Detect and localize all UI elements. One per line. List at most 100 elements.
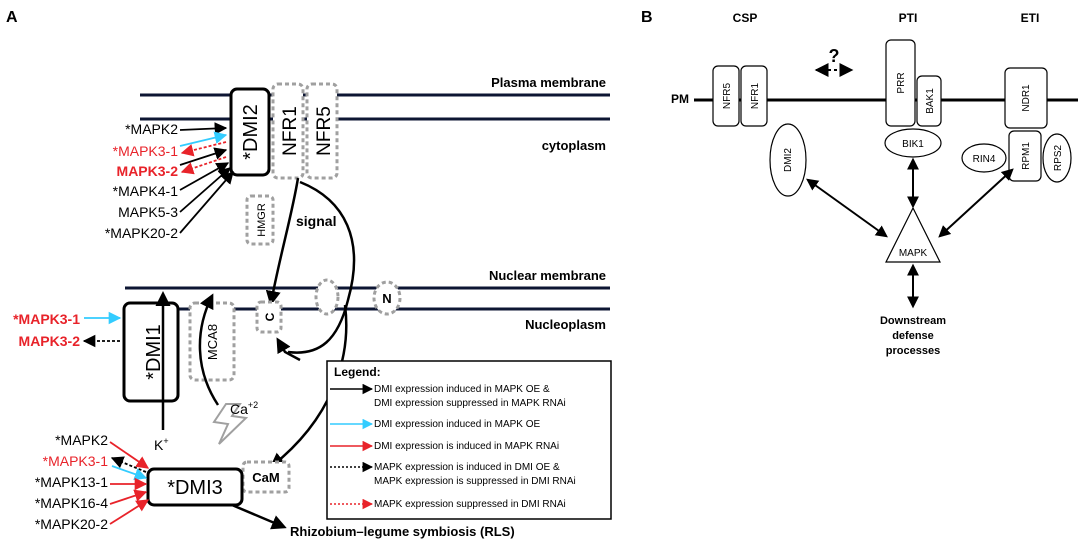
nfr5-b-box: [712, 65, 740, 127]
mca8-ca-arrow: [198, 293, 220, 406]
dmi2-box: [229, 87, 271, 177]
arrow-dmi2-mapk31-red: [180, 141, 227, 157]
ndr1-label: NDR1: [1021, 84, 1032, 112]
prr-label: PRR: [896, 72, 907, 93]
arrow-mapk164-dmi3-red: [109, 489, 148, 505]
nuclear-membrane-label: Nuclear membrane: [489, 268, 606, 283]
rin4-label: RIN4: [973, 154, 996, 165]
signal-loop-arrow: [276, 337, 301, 362]
dmi1-mapk-label: MAPK3-2: [19, 333, 81, 349]
ca-ion: Ca+2: [230, 400, 258, 417]
arrow-mapk31-dmi3-cyan: [111, 465, 148, 481]
legend-text: DMI expression suppressed in MAPK RNAi: [374, 398, 566, 409]
legend-text: MAPK expression is induced in DMI OE &: [374, 462, 560, 473]
nfr5-label: NFR5: [314, 106, 335, 156]
panel-a-letter: A: [6, 9, 18, 26]
cam-label: CaM: [252, 470, 279, 485]
dmi2-mapk-label: MAPK5-3: [118, 204, 178, 220]
header-pti: PTI: [899, 11, 918, 25]
lightning-icon: [212, 403, 249, 445]
rls-label: Rhizobium–legume symbiosis (RLS): [290, 524, 515, 539]
nfr1-to-c-arrow: [265, 177, 300, 306]
plasma-membrane: [140, 93, 610, 121]
dmi2-b-ellipse: [769, 123, 807, 197]
mca8-label: MCA8: [205, 324, 220, 360]
downstream-label: Downstream: [880, 315, 946, 327]
header-eti: ETI: [1021, 11, 1040, 25]
legend-text: MAPK expression suppressed in DMI RNAi: [374, 499, 566, 510]
nfr1-box: [271, 82, 305, 180]
dmi3-mapk-label: *MAPK3-1: [43, 453, 109, 469]
dmi2-mapk-label: *MAPK4-1: [113, 183, 179, 199]
dmi2-mapk-label: *MAPK20-2: [105, 225, 178, 241]
panel-b: B CSP PTI ETI ? PM NFR5 NFR1 DMI2 PRR BA…: [641, 9, 1078, 357]
mapk-label: MAPK: [899, 248, 928, 259]
dmi2-mapk-label: *MAPK2: [125, 121, 178, 137]
nucleoplasm-label: Nucleoplasm: [525, 317, 606, 332]
c-label: C: [263, 312, 277, 321]
nfr1-label: NFR1: [280, 106, 301, 156]
dmi3-label: *DMI3: [167, 477, 223, 499]
header-csp: CSP: [733, 11, 758, 25]
legend-text: DMI expression induced in MAPK OE: [374, 419, 541, 430]
cytoplasm-label: cytoplasm: [542, 138, 606, 153]
prr-box: [885, 39, 916, 127]
dmi2-label: *DMI2: [240, 104, 262, 160]
rpm1-box: [1008, 130, 1042, 182]
dmi3-box: [146, 467, 244, 507]
dmi3-mapk-label: *MAPK13-1: [35, 474, 108, 490]
downstream-label: defense: [892, 330, 934, 342]
k-ion: K+: [154, 436, 169, 453]
nfr5-signal-curve: [287, 180, 356, 354]
panel-b-letter: B: [641, 9, 653, 26]
arrow-mapk202-dmi2: [179, 171, 234, 234]
question-mark: ?: [829, 46, 840, 66]
hmgr-box: [245, 194, 275, 246]
arrow-mapk2-dmi2: [179, 122, 228, 135]
dmi1-box: [122, 301, 180, 403]
bak1-box: [916, 75, 942, 127]
rps2-label: RPS2: [1053, 145, 1064, 172]
arrow-rpm1-mapk: [938, 168, 1014, 238]
arrow-dmi2-mapk32-red: [180, 156, 227, 175]
dmi3-mapk-label: *MAPK16-4: [35, 495, 108, 511]
nuclear-pore: [314, 278, 340, 316]
c-box: [255, 300, 283, 334]
dmi2-mapk-label: MAPK3-2: [117, 163, 179, 179]
arrow-dmi2-mapk: [806, 178, 888, 238]
bak1-label: BAK1: [925, 88, 936, 114]
ndr1-box: [1004, 67, 1048, 129]
arrow-dmi3-mapk31: [110, 456, 147, 473]
dmi1-label: *DMI1: [143, 324, 165, 380]
arrow-mapk2-dmi3-red: [109, 441, 150, 469]
plasma-membrane-label: Plasma membrane: [491, 75, 606, 90]
rls-arrow: [231, 503, 287, 530]
bik1-ellipse: [884, 128, 942, 158]
nfr1-b-label: NFR1: [750, 83, 761, 110]
dmi1-mapk-label: *MAPK3-1: [13, 311, 80, 327]
bik1-label: BIK1: [902, 139, 924, 150]
n-circle: [372, 280, 402, 316]
rpm1-label: RPM1: [1021, 142, 1032, 170]
downstream-label: processes: [886, 345, 940, 357]
rps2-ellipse: [1042, 133, 1072, 183]
mapk-triangle: [885, 206, 941, 263]
hmgr-label: HMGR: [256, 203, 268, 237]
arrow-mapk202-dmi3-red: [109, 499, 150, 525]
legend-text: DMI expression is induced in MAPK RNAi: [374, 441, 559, 452]
signal-label: signal: [296, 213, 336, 229]
legend-text: DMI expression induced in MAPK OE &: [374, 384, 550, 395]
nfr5-b-label: NFR5: [722, 83, 733, 110]
dmi3-mapk-label: *MAPK2: [55, 432, 108, 448]
legend: Legend: DMI expression induced in MAPK O…: [326, 360, 612, 520]
nfr1-b-box: [740, 65, 768, 127]
legend-text: MAPK expression is suppressed in DMI RNA…: [374, 476, 576, 487]
pm-label: PM: [671, 92, 689, 106]
dmi3-mapk-label: *MAPK20-2: [35, 516, 108, 532]
dmi2-mapk-label: *MAPK3-1: [113, 143, 179, 159]
n-label: N: [382, 291, 391, 306]
legend-title: Legend:: [334, 365, 381, 379]
nfr5-box: [305, 82, 339, 180]
panel-a: A Plasma membrane cytoplasm Nuclear memb…: [6, 9, 612, 539]
